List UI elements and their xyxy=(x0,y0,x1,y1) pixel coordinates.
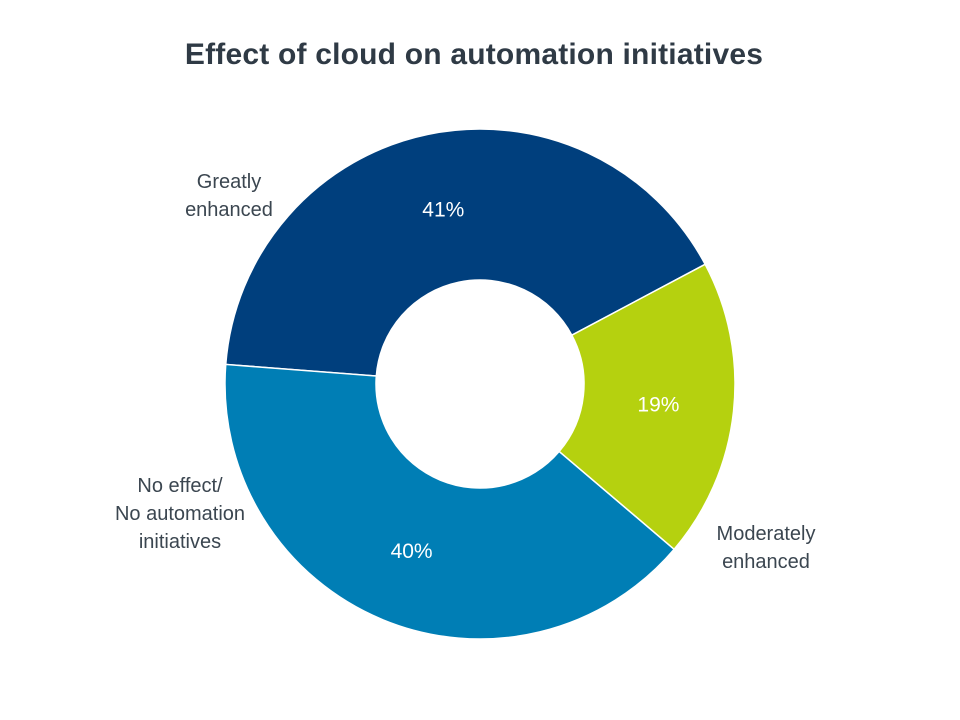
donut-slice-0 xyxy=(224,128,707,377)
category-label-line: initiatives xyxy=(139,531,221,553)
data-label-1: 40% xyxy=(391,540,433,563)
category-label-2: No effect/No automation initiatives xyxy=(115,475,245,553)
data-labels: 41% 40% 19% xyxy=(391,198,680,563)
data-label-2: 19% xyxy=(637,393,679,416)
category-label-line: No effect/ xyxy=(137,475,223,497)
category-label-1: Moderately enhanced xyxy=(717,523,816,573)
category-label-0: Greatly enhanced xyxy=(185,171,273,221)
chart-title: Effect of cloud on automation initiative… xyxy=(184,38,764,71)
data-label-0: 41% xyxy=(422,198,464,221)
category-label-line: Moderately xyxy=(717,523,816,545)
category-label-line: enhanced xyxy=(722,551,810,573)
category-label-line: No automation xyxy=(115,503,245,525)
donut-slice-2 xyxy=(558,263,736,551)
donut-slices xyxy=(224,128,736,640)
donut-slice-1 xyxy=(224,363,676,640)
category-label-line: Greatly xyxy=(197,171,261,193)
category-label-line: enhanced xyxy=(185,199,273,221)
